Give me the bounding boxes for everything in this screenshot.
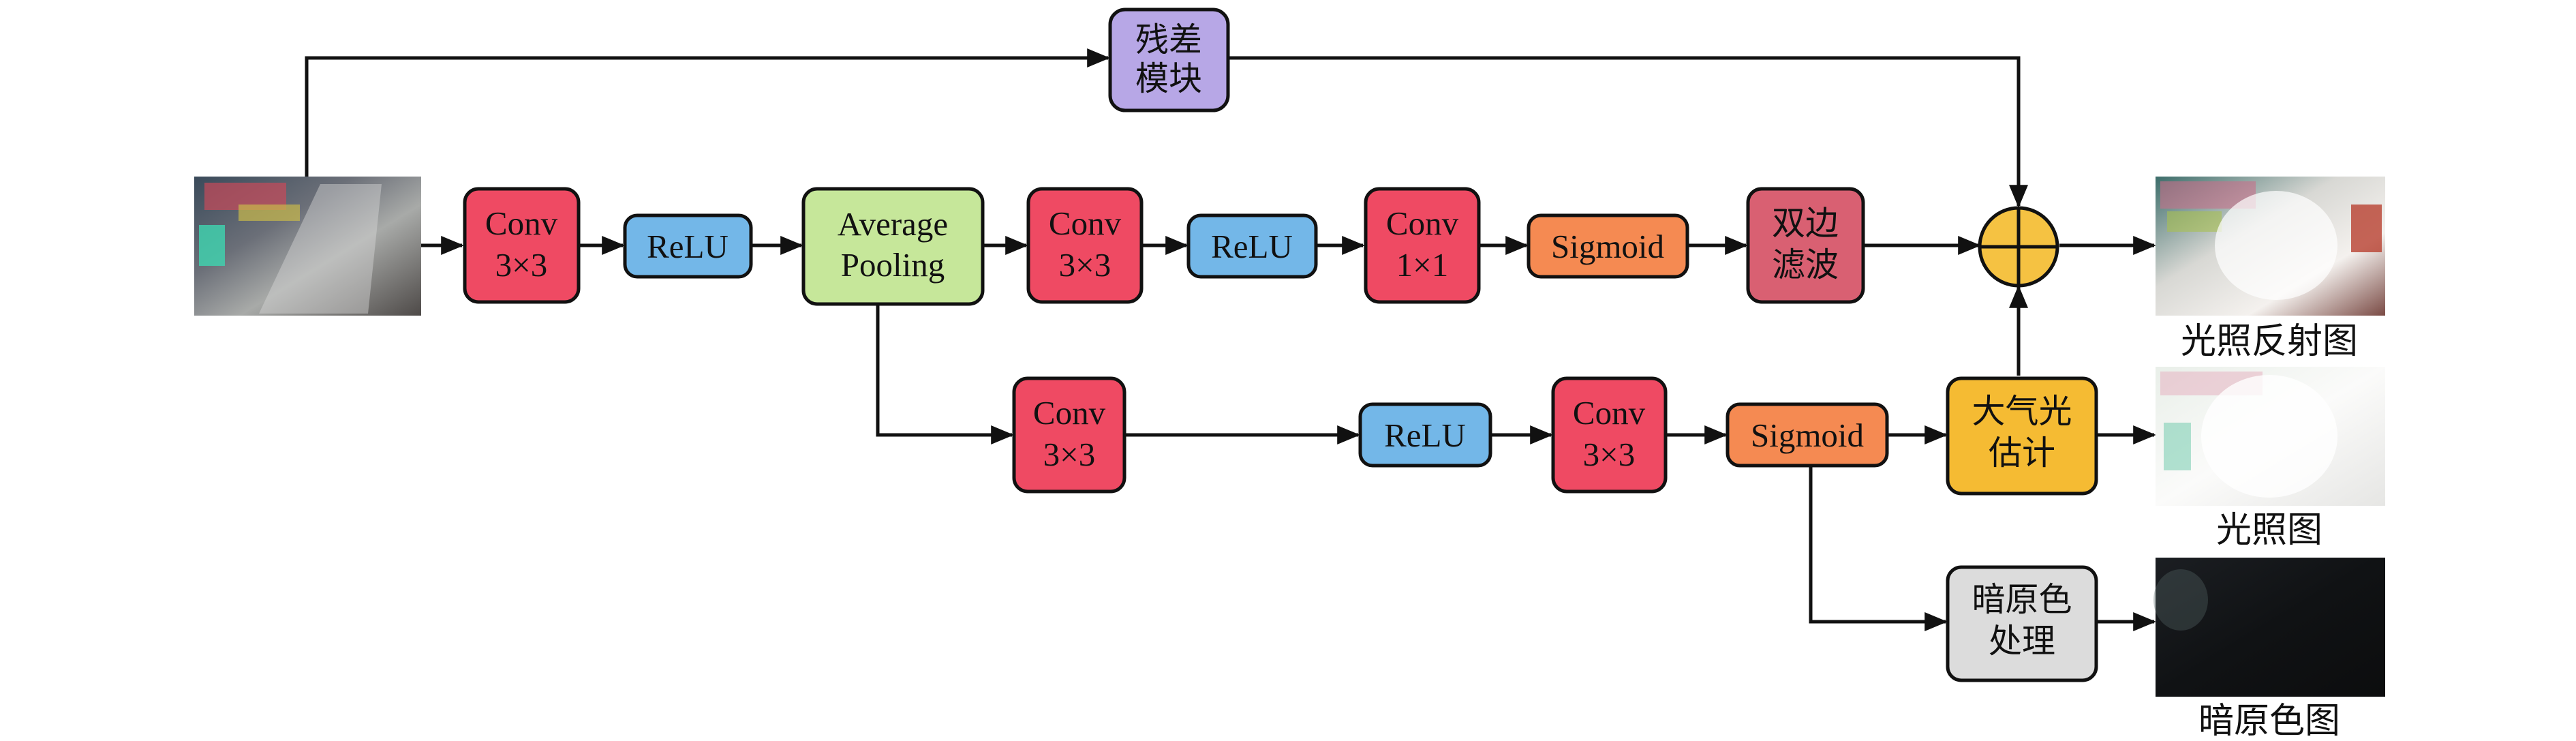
caption-dark-channel: 暗原色图 (2198, 702, 2340, 741)
dark-channel-block: 暗原色 处理 (1946, 565, 2098, 682)
average-pooling-block: Average Pooling (801, 187, 985, 306)
svg-text:Sigmoid: Sigmoid (1551, 228, 1664, 265)
illumination-thumbnail (2156, 367, 2385, 506)
svg-text:3×3: 3×3 (495, 246, 548, 284)
svg-text:ReLU: ReLU (1211, 228, 1293, 265)
dark-channel-thumbnail (2153, 558, 2385, 697)
relu-block-c: ReLU (1358, 402, 1492, 468)
svg-text:Conv: Conv (1033, 394, 1106, 432)
svg-text:双边: 双边 (1772, 205, 1839, 242)
svg-text:大气光: 大气光 (1972, 393, 2072, 430)
svg-text:残差: 残差 (1135, 21, 1202, 59)
conv-block-b: Conv 3×3 (1026, 187, 1144, 304)
svg-text:Sigmoid: Sigmoid (1751, 417, 1864, 454)
atmospheric-light-block: 大气光 估计 (1946, 376, 2098, 496)
relu-block-b: ReLU (1186, 213, 1318, 279)
svg-text:处理: 处理 (1989, 622, 2055, 660)
bilateral-filter-block: 双边 滤波 (1746, 187, 1865, 304)
edge-pool-to-conv-d (876, 304, 1014, 444)
edge-residual-to-sum (1229, 56, 2028, 208)
svg-text:模块: 模块 (1135, 60, 1202, 97)
relu-block-a: ReLU (623, 213, 753, 279)
residual-block: 残差 模块 (1108, 7, 1230, 112)
svg-text:估计: 估计 (1989, 434, 2055, 472)
conv-block-d: Conv 3×3 (1012, 376, 1126, 494)
svg-text:Average: Average (838, 205, 948, 243)
svg-text:Conv: Conv (1386, 205, 1459, 242)
conv-block-c: Conv 1×1 (1364, 187, 1481, 304)
edge-input-to-residual (305, 48, 1110, 179)
reflectance-thumbnail (2156, 177, 2385, 316)
sigmoid-block-b: Sigmoid (1726, 402, 1889, 468)
svg-text:ReLU: ReLU (647, 228, 729, 265)
svg-text:滤波: 滤波 (1772, 246, 1839, 284)
svg-text:3×3: 3×3 (1583, 436, 1636, 473)
svg-text:暗原色: 暗原色 (1972, 581, 2072, 618)
sigmoid-block-a: Sigmoid (1527, 213, 1689, 279)
input-thumbnail (194, 177, 421, 316)
svg-text:Conv: Conv (485, 205, 558, 242)
caption-reflectance: 光照反射图 (2181, 322, 2358, 361)
conv-block-e: Conv 3×3 (1551, 376, 1668, 494)
svg-text:1×1: 1×1 (1396, 246, 1449, 284)
svg-text:Pooling: Pooling (841, 246, 945, 284)
edge-sigmoid-b-to-dark (1809, 467, 1948, 631)
connectors (305, 48, 2156, 631)
svg-text:3×3: 3×3 (1059, 246, 1111, 284)
conv-block-a: Conv 3×3 (463, 187, 581, 304)
caption-illumination: 光照图 (2216, 511, 2322, 550)
svg-text:ReLU: ReLU (1384, 417, 1466, 454)
svg-text:3×3: 3×3 (1043, 436, 1096, 473)
svg-text:Conv: Conv (1049, 205, 1122, 242)
sum-node (1978, 206, 2059, 288)
svg-text:Conv: Conv (1573, 394, 1646, 432)
